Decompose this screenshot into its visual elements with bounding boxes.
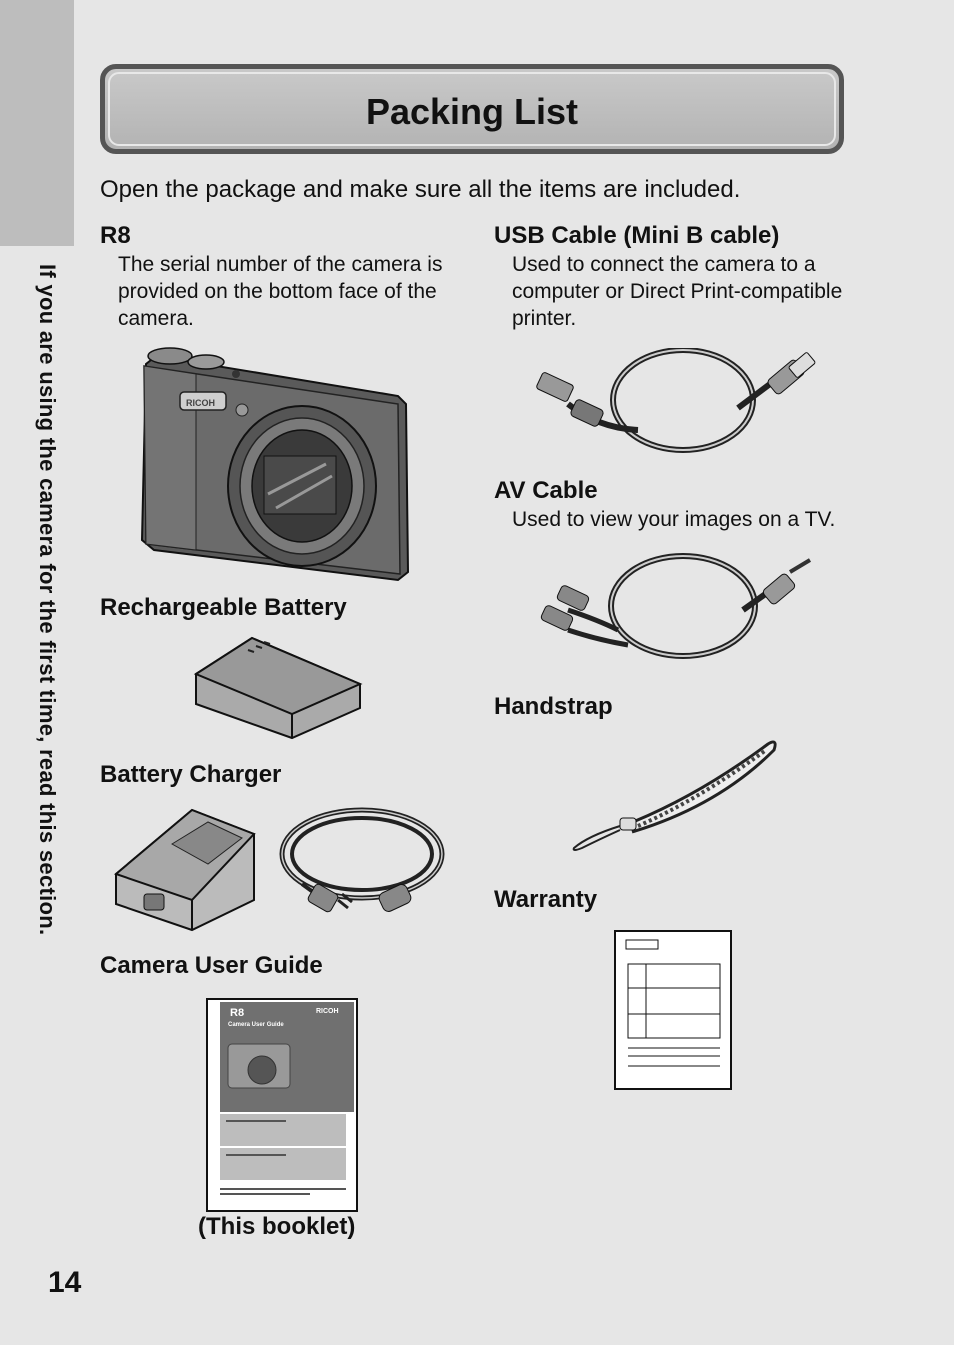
battery-charger-illustration bbox=[114, 807, 445, 932]
side-tab-text: If you are using the camera for the firs… bbox=[35, 264, 60, 936]
page-number: 14 bbox=[48, 1266, 82, 1299]
battery-heading: Rechargeable Battery bbox=[100, 594, 347, 621]
battery-illustration bbox=[193, 636, 363, 740]
usb-cable-illustration bbox=[536, 348, 816, 453]
booklet-brand: RICOH bbox=[316, 1008, 339, 1015]
av-desc: Used to view your images on a TV. bbox=[512, 508, 836, 531]
warranty-heading: Warranty bbox=[494, 886, 598, 913]
booklet-model: R8 bbox=[230, 1007, 244, 1019]
warranty-illustration bbox=[614, 930, 732, 1090]
r8-heading: R8 bbox=[100, 222, 131, 249]
user-guide-booklet-illustration: R8 Camera User Guide RICOH bbox=[206, 998, 358, 1212]
guide-heading: Camera User Guide bbox=[100, 952, 323, 979]
usb-desc: Used to connect the camera to a computer… bbox=[512, 253, 843, 330]
r8-desc: The serial number of the camera is provi… bbox=[118, 253, 443, 330]
av-heading: AV Cable bbox=[494, 477, 598, 504]
usb-heading: USB Cable (Mini B cable) bbox=[494, 222, 780, 249]
av-cable-illustration bbox=[540, 553, 812, 659]
booklet-subtitle: Camera User Guide bbox=[228, 1022, 284, 1028]
guide-caption: (This booklet) bbox=[198, 1213, 356, 1240]
camera-logo: RICOH bbox=[186, 398, 215, 408]
page-title: Packing List bbox=[365, 91, 579, 132]
charger-heading: Battery Charger bbox=[100, 761, 282, 788]
camera-illustration: RICOH bbox=[140, 347, 410, 582]
section-side-tab bbox=[0, 0, 74, 246]
handstrap-illustration bbox=[572, 740, 777, 851]
intro-text: Open the package and make sure all the i… bbox=[100, 176, 741, 203]
title-box: Packing List bbox=[100, 64, 844, 154]
handstrap-heading: Handstrap bbox=[494, 693, 613, 720]
